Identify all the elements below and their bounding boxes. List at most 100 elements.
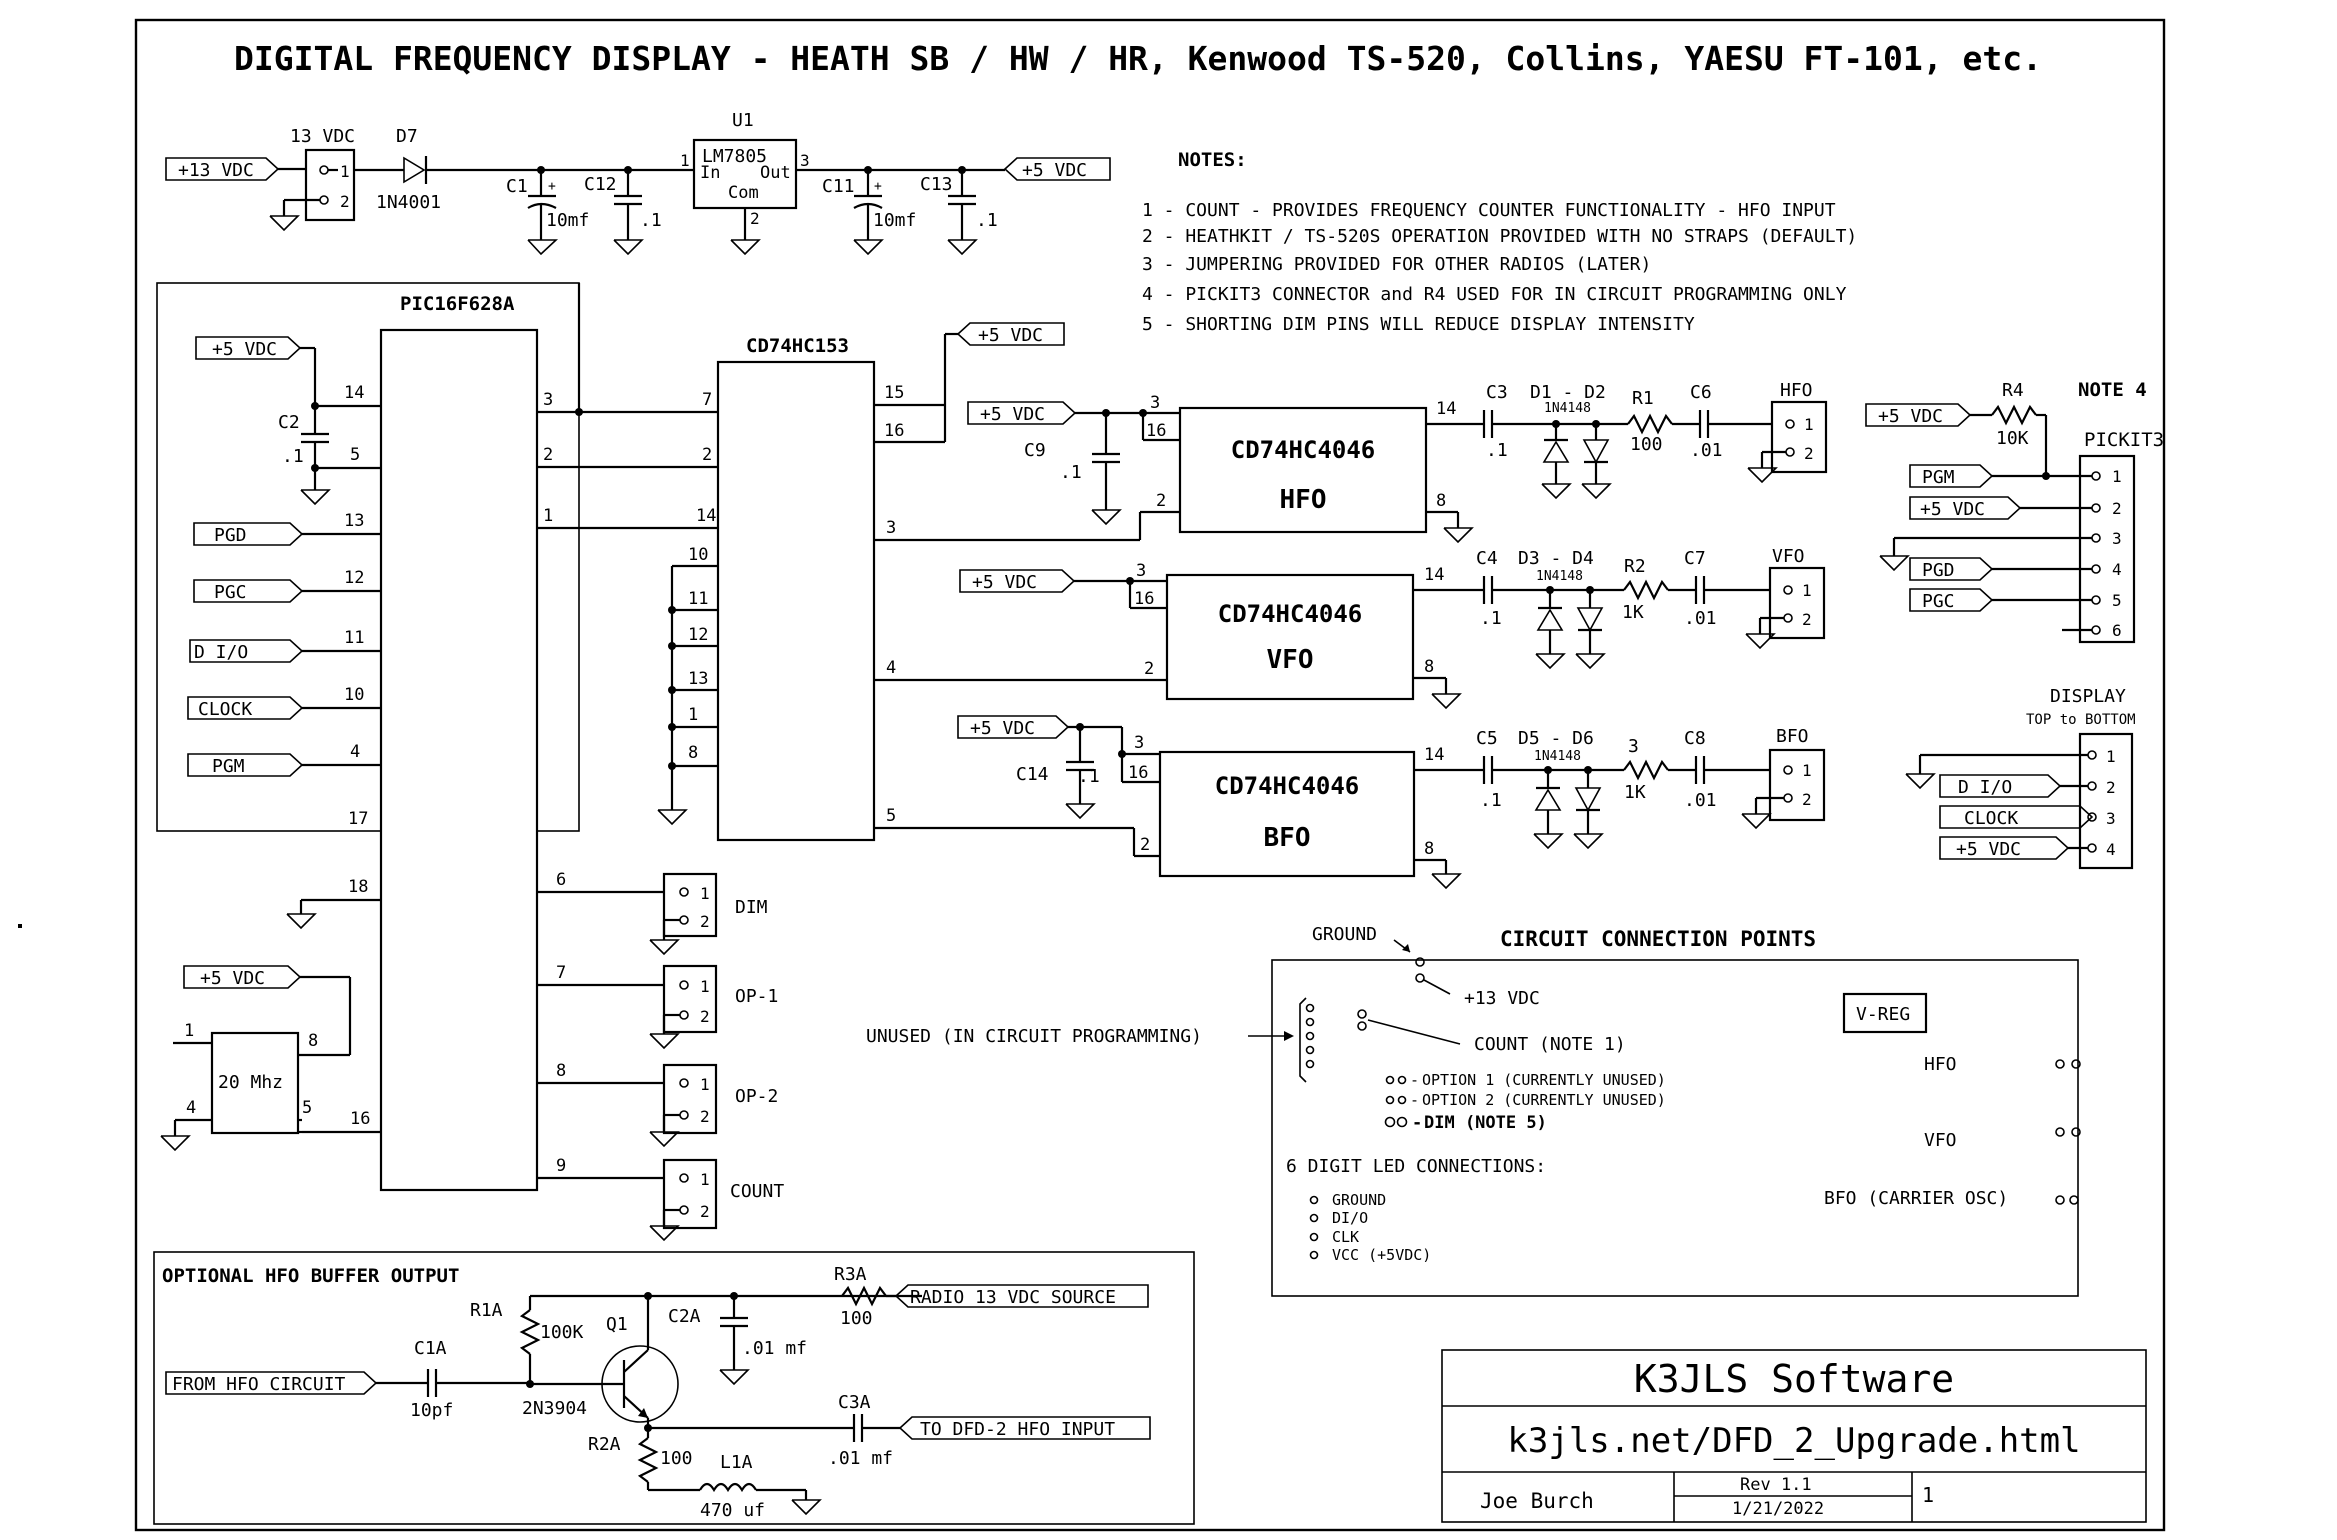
svg-text:13 VDC: 13 VDC bbox=[290, 126, 355, 147]
svg-text:6: 6 bbox=[556, 870, 566, 890]
svg-text:6: 6 bbox=[2112, 621, 2122, 640]
svg-text:RADIO 13 VDC SOURCE: RADIO 13 VDC SOURCE bbox=[910, 1287, 1116, 1308]
diagram-title: DIGITAL FREQUENCY DISPLAY - HEATH SB / H… bbox=[234, 39, 2042, 78]
svg-text:3: 3 bbox=[543, 390, 553, 410]
svg-text:BFO: BFO bbox=[1776, 726, 1809, 747]
title-block: K3JLS Software k3jls.net/DFD_2_Upgrade.h… bbox=[1441, 1349, 2147, 1523]
jumper-op1-label: OP-1 bbox=[735, 986, 778, 1007]
svg-text:16: 16 bbox=[1134, 589, 1154, 609]
svg-text:+5 VDC: +5 VDC bbox=[1022, 160, 1087, 181]
svg-text:10pf: 10pf bbox=[410, 1400, 453, 1421]
svg-text:100: 100 bbox=[660, 1448, 693, 1469]
svg-text:2: 2 bbox=[1802, 790, 1812, 809]
svg-text:4: 4 bbox=[350, 742, 360, 762]
pll-hfo-chip: CD74HC4046 bbox=[1231, 436, 1376, 464]
svg-text:-: - bbox=[1410, 1071, 1419, 1089]
svg-text:2: 2 bbox=[543, 445, 553, 465]
svg-text:D I/O: D I/O bbox=[1958, 777, 2012, 798]
mux-cd74hc153: CD74HC153 7 2 14 10 11 12 13 1 8 +5 VDC … bbox=[657, 322, 1170, 842]
svg-text:+: + bbox=[874, 179, 882, 194]
svg-text:4: 4 bbox=[2106, 840, 2116, 859]
svg-text:3: 3 bbox=[1134, 733, 1144, 753]
svg-text:PGM: PGM bbox=[212, 756, 245, 777]
project-url: k3jls.net/DFD_2_Upgrade.html bbox=[1507, 1421, 2080, 1461]
pll-bfo: +5 VDC C14 .1 3 16 2 CD74HC4046 BFO 14 8… bbox=[957, 715, 1826, 890]
svg-text:1K: 1K bbox=[1622, 602, 1644, 623]
svg-text:1: 1 bbox=[688, 705, 698, 725]
svg-text:C4: C4 bbox=[1476, 548, 1498, 569]
svg-text:100: 100 bbox=[1630, 434, 1663, 455]
jumper-op2-label: OP-2 bbox=[735, 1086, 778, 1107]
svg-text:PGC: PGC bbox=[214, 582, 247, 603]
svg-text:3: 3 bbox=[1136, 561, 1146, 581]
svg-text:PGD: PGD bbox=[214, 525, 247, 546]
display-title: DISPLAY bbox=[2050, 686, 2126, 707]
svg-text:Q1: Q1 bbox=[606, 1314, 628, 1335]
svg-text:13: 13 bbox=[688, 669, 708, 689]
svg-text:2: 2 bbox=[1156, 491, 1166, 511]
svg-text:14: 14 bbox=[1424, 565, 1444, 585]
svg-text:C3: C3 bbox=[1486, 382, 1508, 403]
svg-text:.1: .1 bbox=[1480, 790, 1502, 811]
svg-text:10K: 10K bbox=[1996, 428, 2029, 449]
svg-text:13: 13 bbox=[344, 511, 364, 531]
svg-text:1K: 1K bbox=[1624, 782, 1646, 803]
svg-text:C1: C1 bbox=[506, 176, 528, 197]
svg-text:DI/O: DI/O bbox=[1332, 1209, 1368, 1227]
svg-text:C14: C14 bbox=[1016, 764, 1049, 785]
svg-text:PGM: PGM bbox=[1922, 467, 1955, 488]
svg-text:+5 VDC: +5 VDC bbox=[1878, 406, 1943, 427]
svg-text:1: 1 bbox=[184, 1021, 194, 1041]
svg-text:R3A: R3A bbox=[834, 1264, 867, 1285]
svg-text:+5 VDC: +5 VDC bbox=[970, 718, 1035, 739]
svg-text:4: 4 bbox=[2112, 560, 2122, 579]
svg-text:U1: U1 bbox=[732, 110, 754, 131]
svg-text:100K: 100K bbox=[540, 1322, 584, 1343]
vreg-label: V-REG bbox=[1856, 1004, 1910, 1025]
svg-text:12: 12 bbox=[688, 625, 708, 645]
svg-text:C1A: C1A bbox=[414, 1338, 447, 1359]
svg-text:.1: .1 bbox=[976, 210, 998, 231]
svg-text:+5 VDC: +5 VDC bbox=[980, 404, 1045, 425]
svg-text:LM7805: LM7805 bbox=[702, 146, 767, 167]
pickit3-connector: +5 VDC R4 10K NOTE 4 PICKIT3 PGM 1 +5 VD… bbox=[1865, 379, 2164, 644]
svg-text:In: In bbox=[700, 163, 720, 183]
svg-text:5: 5 bbox=[886, 806, 896, 826]
svg-text:2: 2 bbox=[1144, 659, 1154, 679]
svg-text:C6: C6 bbox=[1690, 382, 1712, 403]
svg-text:9: 9 bbox=[556, 1156, 566, 1176]
svg-text:3: 3 bbox=[800, 151, 810, 170]
svg-text:8: 8 bbox=[1436, 491, 1446, 511]
svg-text:470 uf: 470 uf bbox=[700, 1500, 765, 1521]
svg-text:1: 1 bbox=[700, 1075, 710, 1094]
svg-text:L1A: L1A bbox=[720, 1452, 753, 1473]
pic-label: PIC16F628A bbox=[400, 293, 515, 315]
jumper-op2: 8 1 2 OP-2 bbox=[537, 1061, 778, 1148]
svg-text:C2A: C2A bbox=[668, 1306, 701, 1327]
svg-text:VCC (+5VDC): VCC (+5VDC) bbox=[1332, 1246, 1431, 1264]
svg-text:14: 14 bbox=[696, 506, 716, 526]
svg-text:+5 VDC: +5 VDC bbox=[1920, 499, 1985, 520]
svg-text:1N4148: 1N4148 bbox=[1544, 401, 1591, 416]
svg-text:-: - bbox=[1410, 1091, 1419, 1109]
buffer-title: OPTIONAL HFO BUFFER OUTPUT bbox=[162, 1265, 459, 1287]
svg-text:16: 16 bbox=[1128, 763, 1148, 783]
svg-text:1N4148: 1N4148 bbox=[1536, 569, 1583, 584]
svg-text:8: 8 bbox=[688, 743, 698, 763]
svg-text:7: 7 bbox=[556, 963, 566, 983]
display-connector: DISPLAY TOP to BOTTOM 1 D I/O 2 CLOCK 3 … bbox=[1905, 686, 2136, 870]
sheet-number: 1 bbox=[1922, 1483, 1934, 1507]
svg-text:3: 3 bbox=[886, 518, 896, 538]
svg-text:10: 10 bbox=[344, 685, 364, 705]
svg-text:2: 2 bbox=[700, 1107, 710, 1126]
svg-text:14: 14 bbox=[1436, 399, 1456, 419]
svg-text:D1 - D2: D1 - D2 bbox=[1530, 382, 1606, 403]
svg-text:2: 2 bbox=[340, 192, 350, 211]
svg-text:PGD: PGD bbox=[1922, 560, 1955, 581]
svg-text:8: 8 bbox=[1424, 839, 1434, 859]
svg-text:-: - bbox=[1412, 1113, 1422, 1133]
display-subtitle: TOP to BOTTOM bbox=[2026, 712, 2136, 728]
svg-text:16: 16 bbox=[884, 421, 904, 441]
svg-text:12: 12 bbox=[344, 568, 364, 588]
